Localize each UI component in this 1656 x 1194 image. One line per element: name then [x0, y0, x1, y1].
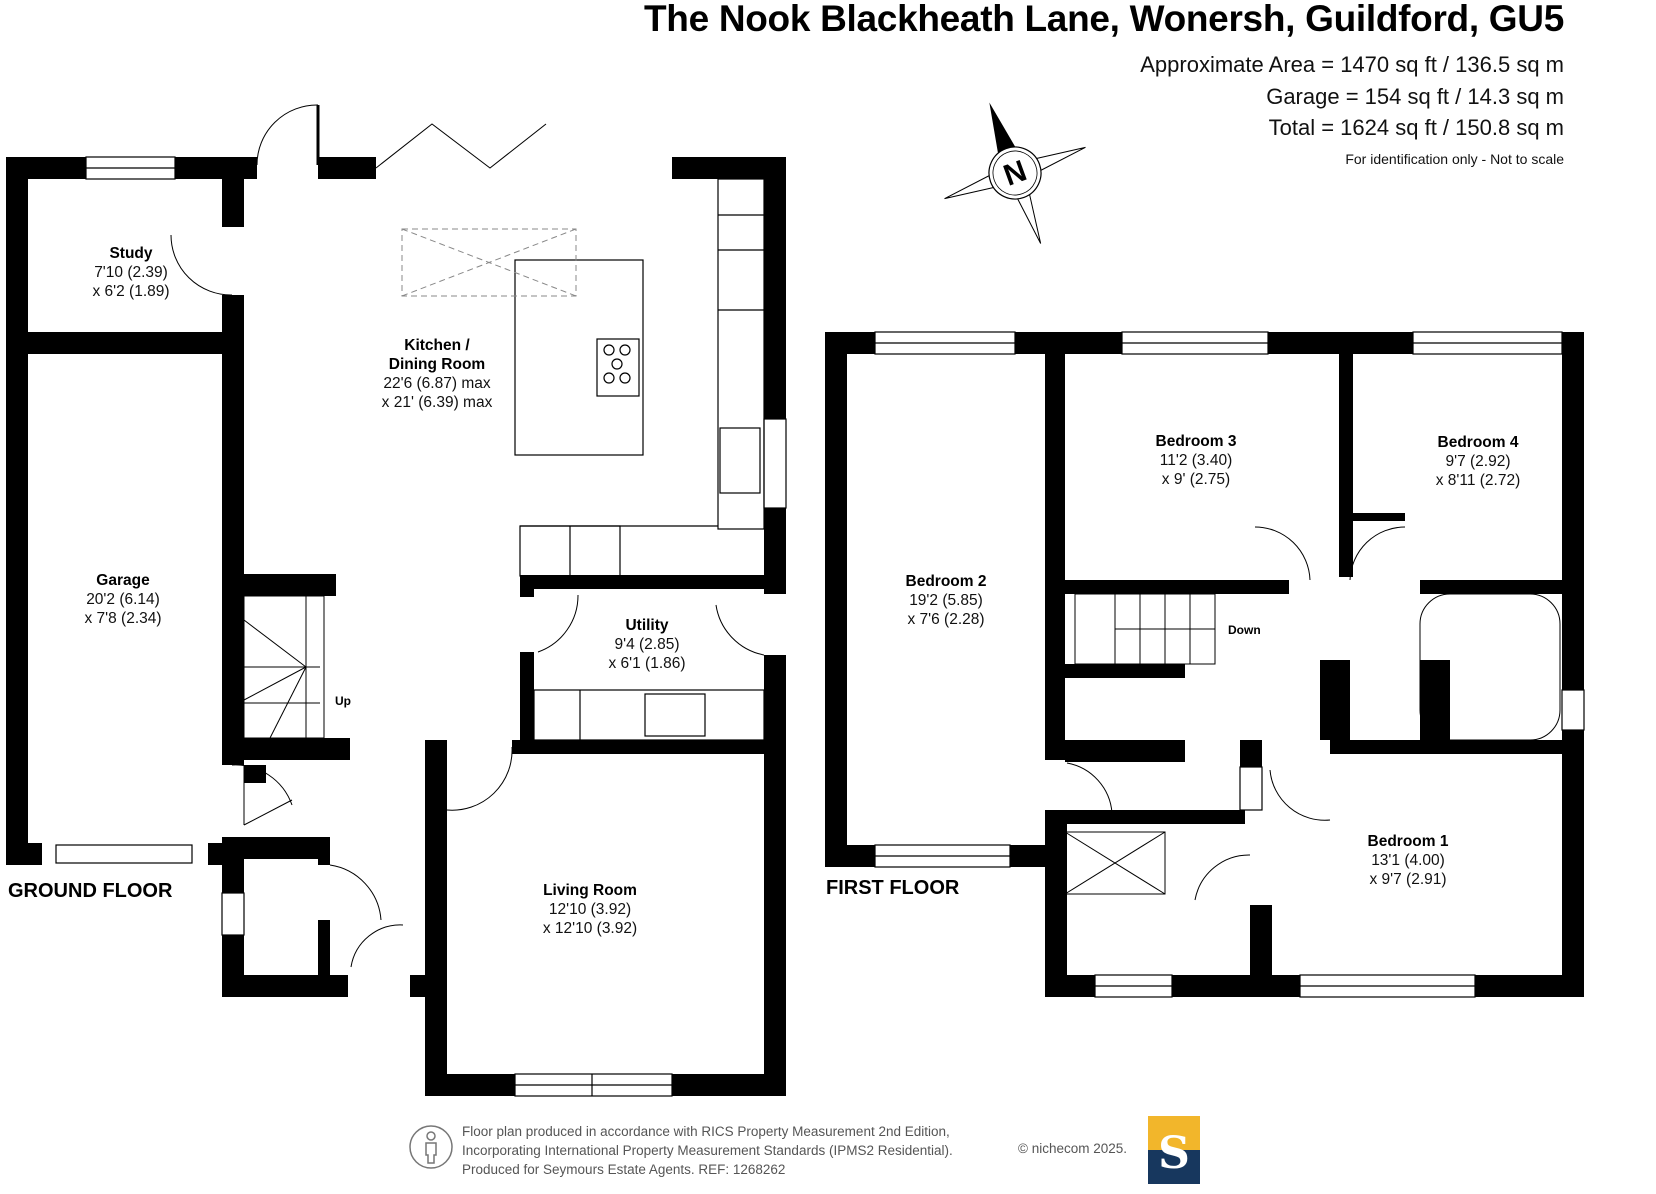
footer-line: Produced for Seymours Estate Agents. REF… — [462, 1162, 786, 1177]
room-bedroom-4: Bedroom 4 9'7 (2.92) x 8'11 (2.72) — [1436, 433, 1521, 490]
room-dimension: x 12'10 (3.92) — [542, 920, 638, 937]
room-dimension: 9'4 (2.85) — [614, 636, 680, 653]
roof-lantern — [401, 228, 577, 297]
room-dimension: 19'2 (5.85) — [909, 592, 983, 609]
first-floor-label: FIRST FLOOR — [826, 877, 960, 899]
room-dimension: 12'10 (3.92) — [548, 901, 632, 918]
room-dimension: x 6'2 (1.89) — [92, 283, 170, 300]
room-dimension: 22'6 (6.87) max — [383, 375, 491, 392]
room-name: Kitchen / — [404, 337, 470, 354]
room-dimension: 20'2 (6.14) — [86, 591, 160, 608]
property-title: The Nook Blackheath Lane, Wonersh, Guild… — [643, 0, 1564, 39]
logo-top — [1148, 1116, 1200, 1150]
footer-line: Incorporating International Property Mea… — [462, 1143, 953, 1158]
room-study: Study 7'10 (2.39) x 6'2 (1.89) — [92, 244, 169, 301]
seymours-logo: S — [1148, 1116, 1200, 1184]
room-kitchen-dining: Kitchen / Dining Room 22'6 (6.87) max x … — [382, 336, 493, 412]
approximate-area: Approximate Area = 1470 sq ft / 136.5 sq… — [1140, 52, 1564, 77]
room-dimension: x 6'1 (1.86) — [608, 655, 686, 672]
room-name: Garage — [96, 572, 150, 589]
room-dimension: 7'10 (2.39) — [94, 264, 168, 281]
room-name: Study — [109, 245, 153, 262]
ground-floor-windows — [55, 156, 787, 1097]
first-floor-windows — [874, 331, 1585, 998]
first-floor-walls — [825, 332, 1584, 997]
garage-area: Garage = 154 sq ft / 14.3 sq m — [1266, 84, 1564, 109]
ground-floor-doors — [170, 104, 765, 968]
footer-text: Floor plan produced in accordance with R… — [462, 1122, 953, 1179]
room-dimension: x 7'8 (2.34) — [84, 610, 162, 627]
north-arrow-icon: N — [940, 98, 1090, 248]
person-icon — [408, 1124, 454, 1170]
kitchen-fittings — [514, 178, 765, 741]
room-name: Utility — [625, 617, 669, 634]
room-dimension: x 21' (6.39) max — [381, 394, 493, 411]
room-utility: Utility 9'4 (2.85) x 6'1 (1.86) — [608, 616, 685, 673]
total-area: Total = 1624 sq ft / 150.8 sq m — [1268, 115, 1564, 140]
room-name: Bedroom 2 — [905, 573, 987, 590]
ground-floor-label: GROUND FLOOR — [8, 880, 173, 902]
copyright: © nichecom 2025. — [1018, 1141, 1128, 1156]
logo-letter: S — [1158, 1128, 1190, 1179]
room-name: Living Room — [543, 882, 637, 899]
logo-bottom — [1148, 1150, 1200, 1184]
ground-floor-walls — [6, 157, 786, 1096]
room-dimension: x 7'6 (2.28) — [907, 611, 985, 628]
disclaimer: For identification only - Not to scale — [1345, 151, 1564, 167]
room-bedroom-2: Bedroom 2 19'2 (5.85) x 7'6 (2.28) — [906, 572, 987, 629]
room-dimension: x 8'11 (2.72) — [1435, 472, 1521, 489]
room-name: Dining Room — [388, 356, 486, 373]
room-dimension: x 9'7 (2.91) — [1369, 871, 1447, 888]
room-dimension: 11'2 (3.40) — [1159, 452, 1233, 469]
room-garage: Garage 20'2 (6.14) x 7'8 (2.34) — [84, 571, 161, 628]
room-bedroom-3: Bedroom 3 11'2 (3.40) x 9' (2.75) — [1156, 432, 1237, 489]
stairs-down-label: Down — [1228, 623, 1261, 637]
ground-stairs — [243, 595, 325, 739]
first-floor-doors — [1064, 526, 1561, 901]
room-bedroom-1: Bedroom 1 13'1 (4.00) x 9'7 (2.91) — [1368, 832, 1449, 889]
room-name: Bedroom 3 — [1155, 433, 1237, 450]
room-dimension: 13'1 (4.00) — [1371, 852, 1445, 869]
footer-line: Floor plan produced in accordance with R… — [462, 1124, 950, 1139]
room-living-room: Living Room 12'10 (3.92) x 12'10 (3.92) — [543, 881, 637, 938]
room-name: Bedroom 1 — [1367, 833, 1449, 850]
stairs-up-label: Up — [335, 694, 351, 708]
room-dimension: 9'7 (2.92) — [1445, 453, 1511, 470]
room-name: Bedroom 4 — [1437, 434, 1519, 451]
room-dimension: x 9' (2.75) — [1161, 471, 1231, 488]
